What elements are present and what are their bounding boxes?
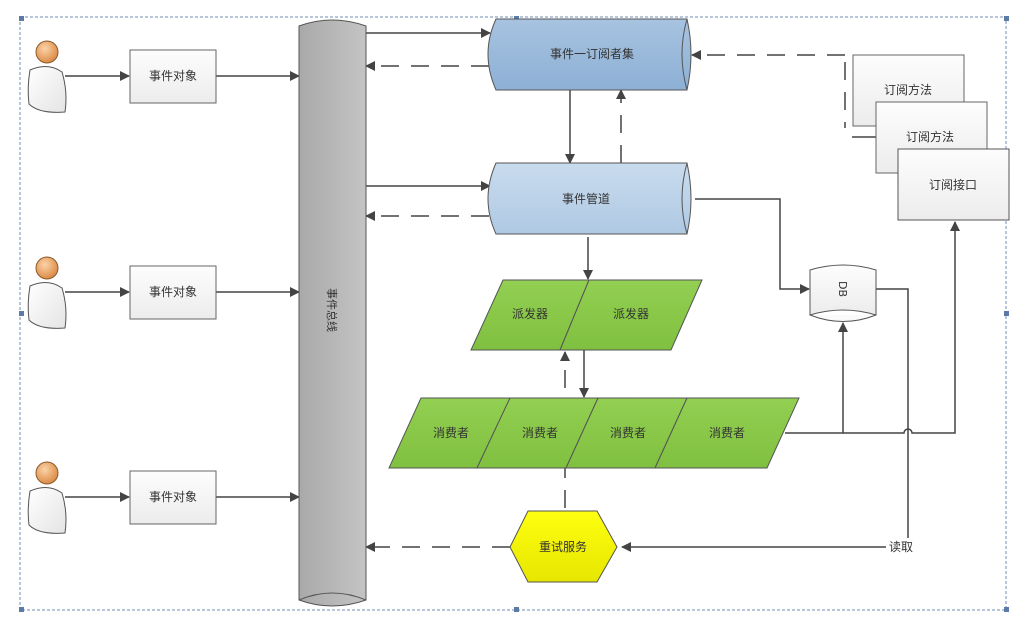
database-label: DB: [836, 281, 849, 297]
event-pipeline[interactable]: 事件管道: [487, 162, 692, 235]
retry-service[interactable]: 重试服务: [509, 510, 618, 583]
person-icon: [27, 256, 67, 329]
resize-handle[interactable]: [19, 311, 24, 316]
consumer[interactable]: 消费者: [476, 397, 599, 469]
event-pipeline-label: 事件管道: [562, 191, 610, 206]
connector-consumer-db: [785, 322, 848, 434]
person-icon: [27, 40, 67, 113]
resize-handle[interactable]: [1004, 16, 1009, 21]
event-bus-label: 事件总线: [325, 288, 339, 332]
consumer[interactable]: 消费者: [388, 397, 511, 469]
consumer-label: 消费者: [610, 426, 646, 440]
subscriber-set-label: 事件一订阅者集: [550, 46, 634, 61]
dispatcher-label: 派发器: [613, 306, 649, 321]
resize-handle[interactable]: [1004, 607, 1009, 612]
event-object-box[interactable]: 事件对象: [129, 49, 217, 104]
event-object-box[interactable]: 事件对象: [129, 265, 217, 320]
read-label-bg: [886, 538, 916, 555]
event-object-label: 事件对象: [149, 69, 197, 83]
subscription-interface-box[interactable]: 订阅接口: [897, 148, 1010, 221]
subscription-label: 订阅接口: [929, 177, 977, 192]
event-object-label: 事件对象: [149, 285, 197, 299]
dispatcher[interactable]: 派发器: [559, 279, 703, 351]
consumer-label: 消费者: [709, 426, 745, 440]
event-object-label: 事件对象: [149, 490, 197, 504]
connector-db-read: [876, 288, 909, 540]
retry-service-label: 重试服务: [539, 539, 587, 554]
resize-handle[interactable]: [19, 16, 24, 21]
consumer[interactable]: 消费者: [565, 397, 688, 469]
subscription-label: 订阅方法: [884, 82, 932, 97]
connectors: [65, 28, 960, 552]
resize-handle[interactable]: [19, 607, 24, 612]
database[interactable]: DB: [809, 264, 877, 322]
resize-handle[interactable]: [1004, 311, 1009, 316]
event-object-box[interactable]: 事件对象: [129, 470, 217, 525]
connector-pipeline-db: [695, 198, 810, 294]
event-bus[interactable]: 事件总线: [298, 19, 367, 607]
connector-consumer-interface: [843, 221, 960, 434]
consumer-label: 消费者: [522, 426, 558, 440]
dispatcher-label: 派发器: [512, 306, 548, 321]
subscription-label: 订阅方法: [906, 129, 954, 144]
consumer-label: 消费者: [433, 426, 469, 440]
resize-handle[interactable]: [514, 607, 519, 612]
subscriber-set[interactable]: 事件一订阅者集: [487, 18, 692, 91]
person-icon: [27, 461, 67, 534]
consumer[interactable]: 消费者: [654, 397, 800, 469]
read-label: 读取: [889, 540, 913, 554]
